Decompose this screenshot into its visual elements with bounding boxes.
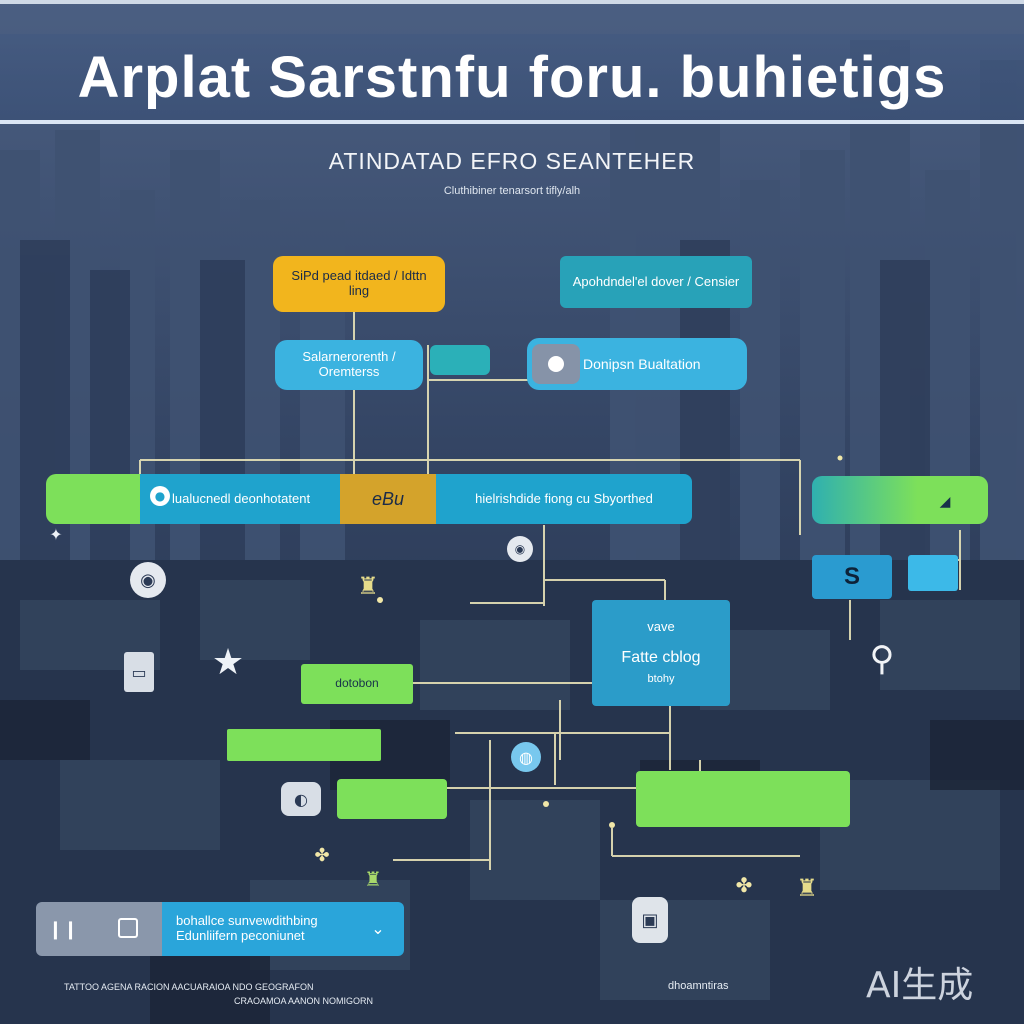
node-main-far-right[interactable] <box>812 476 988 524</box>
bottom-panel-line2: Edunliifern peconiunet <box>176 928 305 943</box>
page-tagline: Cluthibiner tenarsort tifly/alh <box>443 185 581 197</box>
globe-icon: ◍ <box>511 742 541 772</box>
bottom-panel-cap <box>36 902 162 956</box>
node-main-mid-label: eBu <box>371 488 405 509</box>
node-top-left[interactable]: SiPd pead itdaed / Idttn ling <box>273 256 445 312</box>
corner-arrow-icon: ◢ <box>939 494 951 510</box>
bottom-panel[interactable]: bohallce sunvewdithbing Edunliifern peco… <box>162 902 404 956</box>
node-main-right[interactable]: hielrishdide fiong cu Sbyorthed <box>436 474 692 524</box>
camera-icon: ◉ <box>130 562 166 598</box>
node-green-mid[interactable] <box>337 779 447 819</box>
drone-icon: ✤ <box>314 844 330 866</box>
bars-icon: ❙❙ <box>47 918 79 940</box>
star-icon: ✦ <box>49 524 63 544</box>
lock-icon: ▣ <box>632 897 668 943</box>
title-divider <box>0 120 1024 124</box>
s-icon: S <box>843 563 860 591</box>
bottom-panel-line1: bohallce sunvewdithbing <box>176 913 318 929</box>
drone-icon: ✤ <box>735 873 753 897</box>
node-green-small[interactable]: dotobon <box>301 664 413 704</box>
node-green-large[interactable] <box>636 771 850 827</box>
node-top-right[interactable]: Apohdndel'el dover / Censier <box>560 256 752 308</box>
node-top-left-label: SiPd pead itdaed / Idttn ling <box>291 268 427 298</box>
device-icon: ♜ <box>796 874 818 902</box>
watermark: AI生成 <box>866 965 974 1006</box>
footnote-bottom-left: TATTOO AGENA RACION AACUARAIOA NDO GEOGR… <box>64 982 314 992</box>
node-sub-right-label: Donipsn Bualtation <box>583 355 701 372</box>
node-right-small[interactable]: S <box>812 555 892 599</box>
side-card-line3: btohy <box>647 673 675 686</box>
footnote-bottom-left-2: CRAOAMOA AANON NOMIGORN <box>234 996 374 1006</box>
footnote-bottom-mid: dhoamntiras <box>668 980 729 992</box>
node-main-right-label: hielrishdide fiong cu Sbyorthed <box>475 490 653 506</box>
monitor-icon: ▭ <box>124 652 154 692</box>
node-main-left[interactable]: lualucnedl deonhotatent <box>140 474 340 524</box>
side-card-line2: Fatte cblog <box>621 648 701 666</box>
node-green-bar[interactable] <box>227 729 381 761</box>
chevron-down-icon[interactable]: ⌄ <box>371 918 385 938</box>
node-sub-left-label: Salarnerorenth / Oremterss <box>302 349 396 379</box>
node-main-mid[interactable]: eBu <box>340 474 436 524</box>
side-card[interactable]: vave Fatte cblog btohy <box>592 600 730 706</box>
node-sub-left[interactable]: Salarnerorenth / Oremterss <box>275 340 423 390</box>
title-band <box>0 34 1024 120</box>
device-icon: ♜ <box>357 572 379 600</box>
circle-toggle-icon[interactable] <box>532 344 580 384</box>
node-top-right-label: Apohdndel'el dover / Censier <box>572 273 740 289</box>
main-bar-cap-left <box>46 474 142 524</box>
node-main-left-label: lualucnedl deonhotatent <box>172 490 311 506</box>
node-sub-tag <box>430 345 490 375</box>
square-icon <box>118 918 138 938</box>
antenna-icon: ⚲ <box>869 639 895 679</box>
plug-icon: ◐ <box>281 782 321 816</box>
side-card-line1: vave <box>647 619 675 635</box>
info-icon: ● <box>150 486 170 506</box>
page-subtitle: ATINDATAD EFRO SEANTEHER <box>328 148 696 174</box>
page-title: Arplat Sarstnfu foru. buhietigs <box>77 45 947 110</box>
camera-icon: ◉ <box>507 536 533 562</box>
device-icon: ♜ <box>364 867 382 891</box>
node-green-small-label: dotobon <box>335 676 379 691</box>
star-icon: ★ <box>211 641 245 683</box>
node-right-square[interactable] <box>908 555 958 591</box>
